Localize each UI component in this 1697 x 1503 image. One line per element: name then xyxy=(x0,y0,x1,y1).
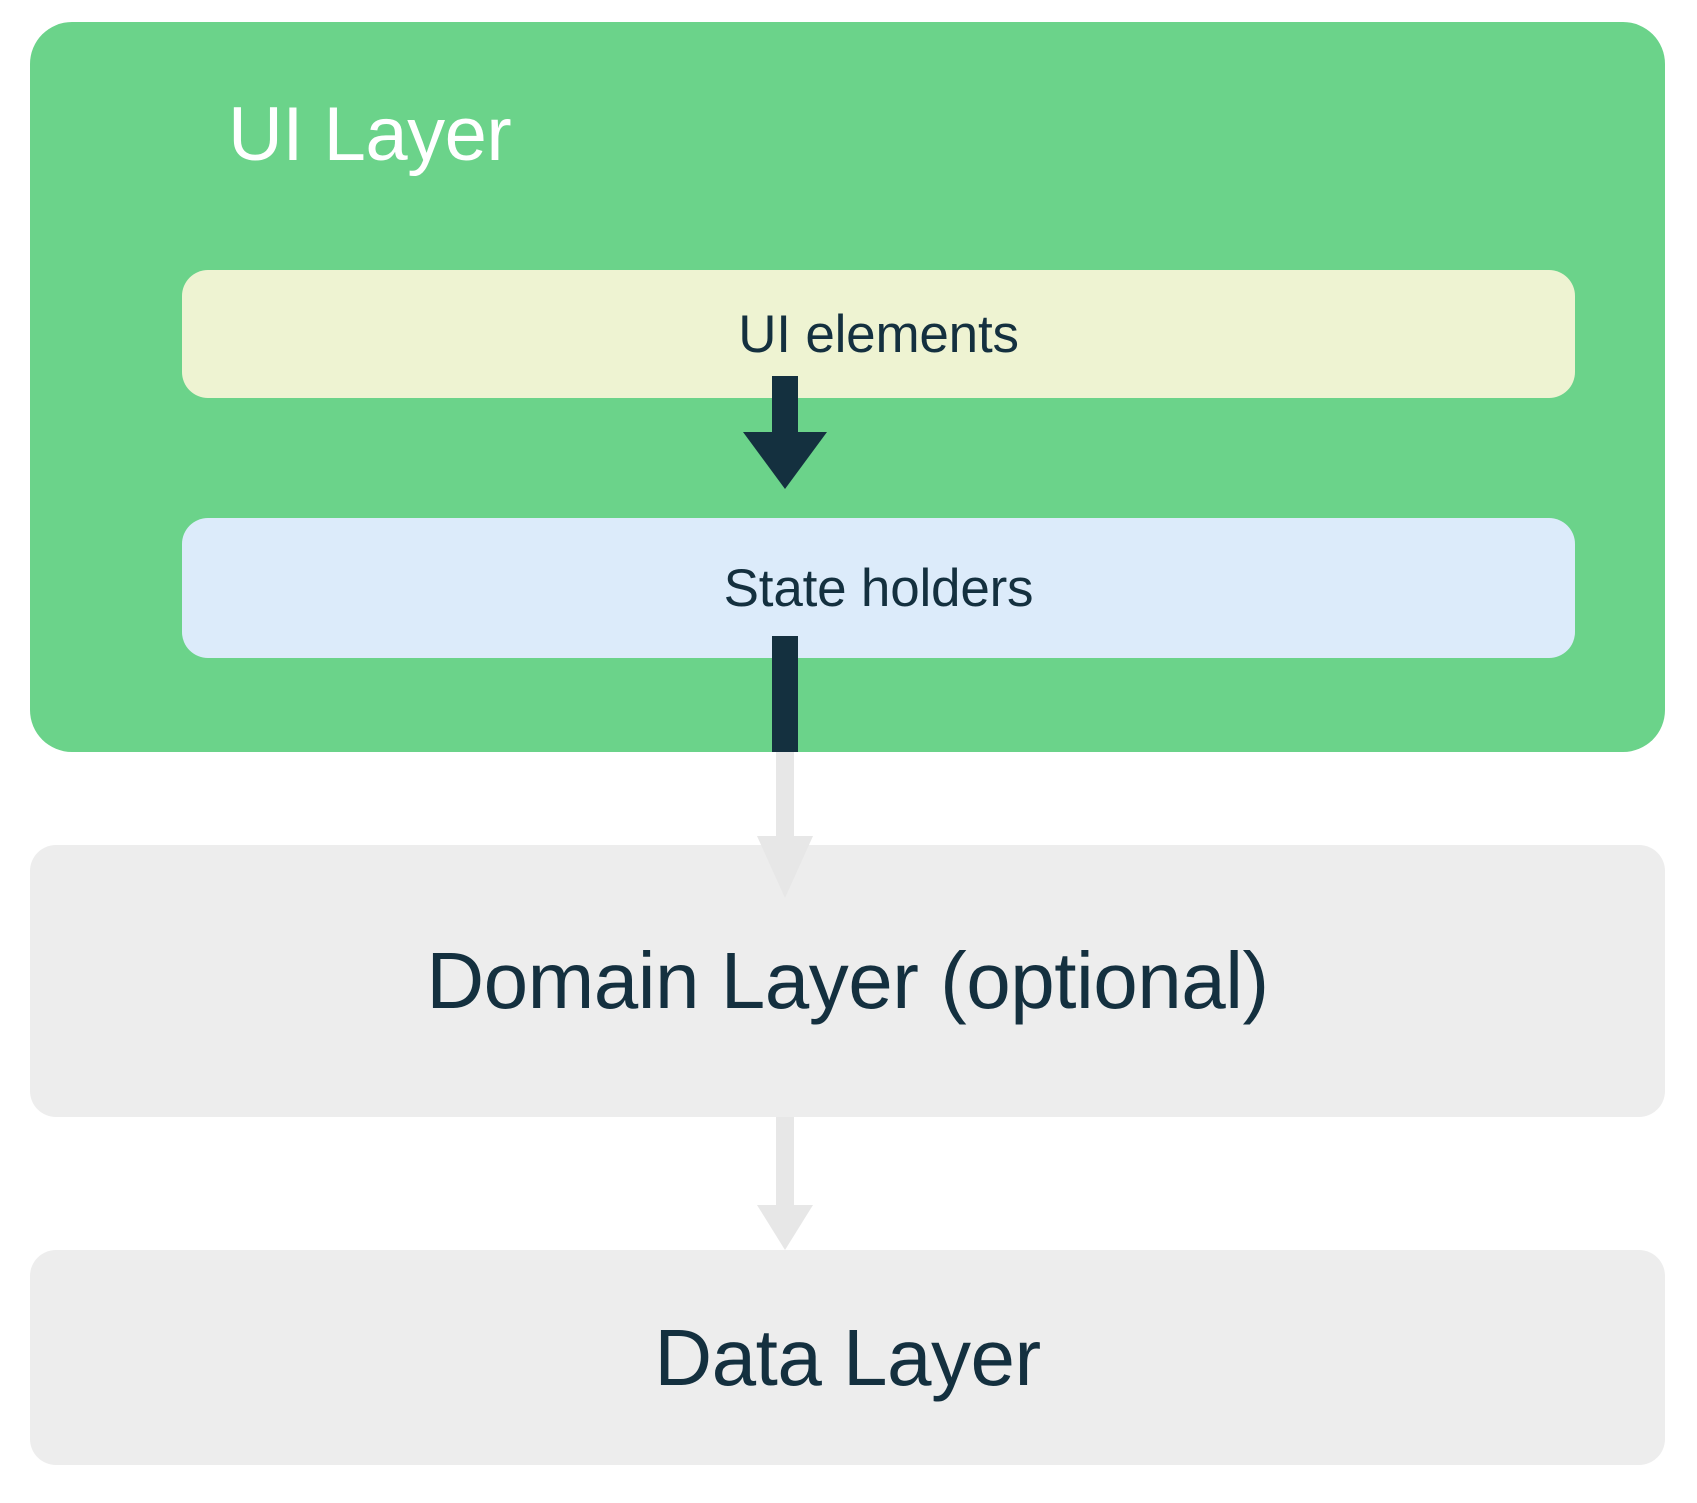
state-holders-box: State holders xyxy=(182,518,1575,658)
arrow-domain-layer-to-data-layer xyxy=(757,1117,813,1250)
ui-elements-label: UI elements xyxy=(738,304,1019,364)
ui-layer-title: UI Layer xyxy=(228,92,512,177)
state-holders-label: State holders xyxy=(723,558,1034,618)
data-layer-label: Data Layer xyxy=(654,1312,1041,1402)
ui-elements-box: UI elements xyxy=(182,270,1575,398)
data-layer-card: Data Layer xyxy=(30,1250,1665,1465)
ui-layer-card: UI Layer UI elements State holders xyxy=(30,22,1665,752)
domain-layer-card: Domain Layer (optional) xyxy=(30,845,1665,1117)
domain-layer-label: Domain Layer (optional) xyxy=(426,936,1269,1025)
